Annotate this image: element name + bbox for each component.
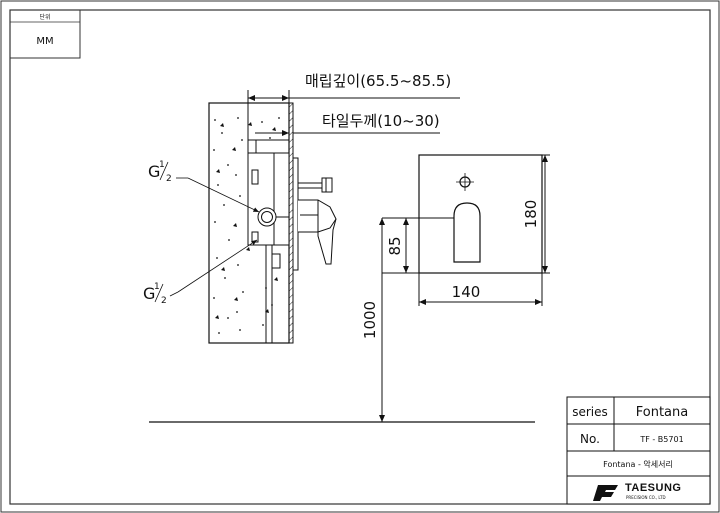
dim-1000-label: 1000	[361, 301, 379, 339]
valve-body	[247, 139, 290, 343]
dim-140	[418, 273, 543, 306]
taesung-logo: TAESUNG PRECISION CO., LTD	[593, 482, 681, 501]
svg-text:G: G	[143, 284, 155, 303]
series-label: series	[572, 405, 608, 419]
title-block	[566, 396, 711, 505]
dim-85	[382, 217, 454, 274]
brand-name: TAESUNG	[625, 482, 681, 494]
svg-text:1: 1	[154, 282, 160, 292]
embed-depth-label: 매립깊이(65.5~85.5)	[305, 72, 451, 90]
svg-text:2: 2	[166, 174, 172, 184]
inner-border	[9, 9, 711, 505]
trim-handle-side	[292, 157, 337, 271]
no-value: TF - B5701	[639, 435, 683, 444]
tile-thickness-label: 타일두께(10~30)	[322, 112, 440, 130]
front-view-plate	[418, 154, 543, 274]
unit-value: MM	[36, 36, 53, 47]
series-value: Fontana	[636, 405, 688, 420]
unit-box: 단위 MM	[9, 9, 81, 59]
embed-depth-dimension	[247, 90, 460, 153]
no-label: No.	[580, 432, 600, 446]
svg-text:1: 1	[159, 160, 165, 170]
pipe-callout-upper: G 1 2	[148, 160, 260, 213]
brand-sub: PRECISION CO., LTD	[626, 495, 666, 500]
svg-text:G: G	[148, 162, 160, 181]
dim-180-label: 180	[522, 200, 540, 229]
description: Fontana - 악세서리	[603, 459, 673, 469]
pipe-callout-lower: G 1 2	[143, 239, 258, 306]
dim-85-label: 85	[386, 236, 404, 255]
unit-label: 단위	[39, 13, 50, 21]
dim-140-label: 140	[452, 283, 481, 301]
svg-text:2: 2	[161, 296, 167, 306]
dim-180	[542, 154, 550, 274]
